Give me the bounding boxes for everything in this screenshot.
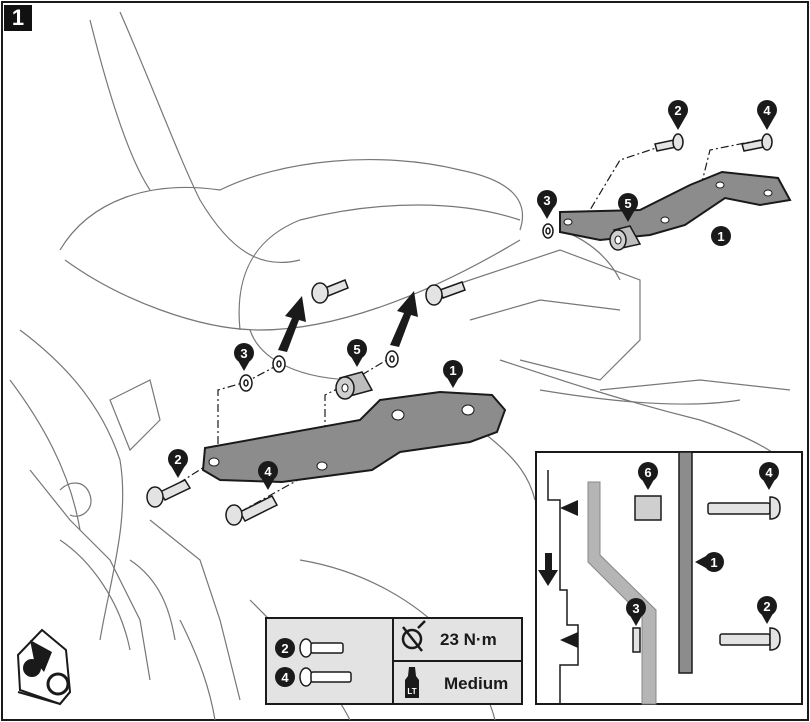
callout-2-inset: 2 bbox=[757, 596, 777, 624]
threadlocker-bottle-icon: LT bbox=[405, 667, 419, 698]
arrow-left-upper bbox=[560, 500, 578, 516]
svg-text:1: 1 bbox=[717, 229, 724, 244]
callout-3-right: 3 bbox=[537, 190, 557, 219]
detail-inset: 6 4 1 3 2 bbox=[535, 451, 803, 705]
inset-washer bbox=[632, 627, 641, 653]
svg-text:1: 1 bbox=[710, 555, 717, 570]
threadlocker-value: Medium bbox=[444, 674, 508, 693]
svg-text:5: 5 bbox=[353, 342, 360, 357]
svg-text:4: 4 bbox=[763, 103, 771, 118]
callout-3-inset: 3 bbox=[626, 598, 646, 626]
svg-text:4: 4 bbox=[264, 464, 272, 479]
screws bbox=[146, 133, 773, 526]
frame-rail-profile bbox=[547, 470, 579, 705]
callout-1-inset: 1 bbox=[695, 552, 724, 572]
callout-3-left: 3 bbox=[234, 343, 254, 371]
callout-2-left: 2 bbox=[168, 449, 188, 478]
arrow-left-lower bbox=[560, 632, 578, 648]
arrow-down bbox=[538, 553, 558, 586]
install-arrows bbox=[278, 291, 418, 352]
spec-table: 2 4 23 N·m LT Medium bbox=[265, 617, 523, 705]
callout-1-left: 1 bbox=[443, 360, 463, 388]
callout-5-right: 5 bbox=[618, 193, 638, 222]
inset-spacer bbox=[634, 495, 662, 521]
callout-6-inset: 6 bbox=[638, 462, 658, 490]
callout-4-left: 4 bbox=[258, 461, 278, 490]
subframe-tube bbox=[587, 481, 657, 705]
svg-text:3: 3 bbox=[240, 346, 247, 361]
svg-text:LT: LT bbox=[407, 687, 416, 696]
bracket-section bbox=[678, 451, 693, 674]
table-row-screw-4: 4 bbox=[275, 667, 352, 687]
svg-text:4: 4 bbox=[281, 670, 289, 685]
callout-1-right: 1 bbox=[711, 226, 731, 246]
inset-screw-long bbox=[707, 502, 771, 515]
torque-wrench-icon bbox=[401, 620, 426, 652]
inset-screw-short bbox=[719, 633, 771, 646]
callout-5-left: 5 bbox=[347, 339, 367, 367]
svg-text:2: 2 bbox=[174, 452, 181, 467]
svg-text:3: 3 bbox=[543, 193, 550, 208]
svg-text:2: 2 bbox=[763, 599, 770, 614]
svg-text:2: 2 bbox=[281, 641, 288, 656]
callout-4-inset: 4 bbox=[759, 462, 779, 490]
callout-4-top: 4 bbox=[757, 100, 777, 130]
svg-text:2: 2 bbox=[674, 103, 681, 118]
callout-2-top: 2 bbox=[668, 100, 688, 130]
table-row-screw-2: 2 bbox=[275, 638, 344, 658]
svg-text:1: 1 bbox=[449, 363, 456, 378]
spacer-right bbox=[609, 225, 642, 251]
washers bbox=[239, 223, 554, 392]
svg-text:4: 4 bbox=[765, 465, 773, 480]
svg-text:3: 3 bbox=[632, 601, 639, 616]
spacer-left bbox=[335, 371, 374, 400]
svg-text:6: 6 bbox=[644, 465, 651, 480]
rack-bracket-right bbox=[559, 170, 792, 242]
rack-bracket-left bbox=[201, 390, 507, 484]
svg-text:5: 5 bbox=[624, 196, 631, 211]
motorcycle-service-icon bbox=[16, 628, 72, 706]
step-number-badge: 1 bbox=[4, 5, 32, 31]
torque-value: 23 N·m bbox=[440, 630, 497, 649]
